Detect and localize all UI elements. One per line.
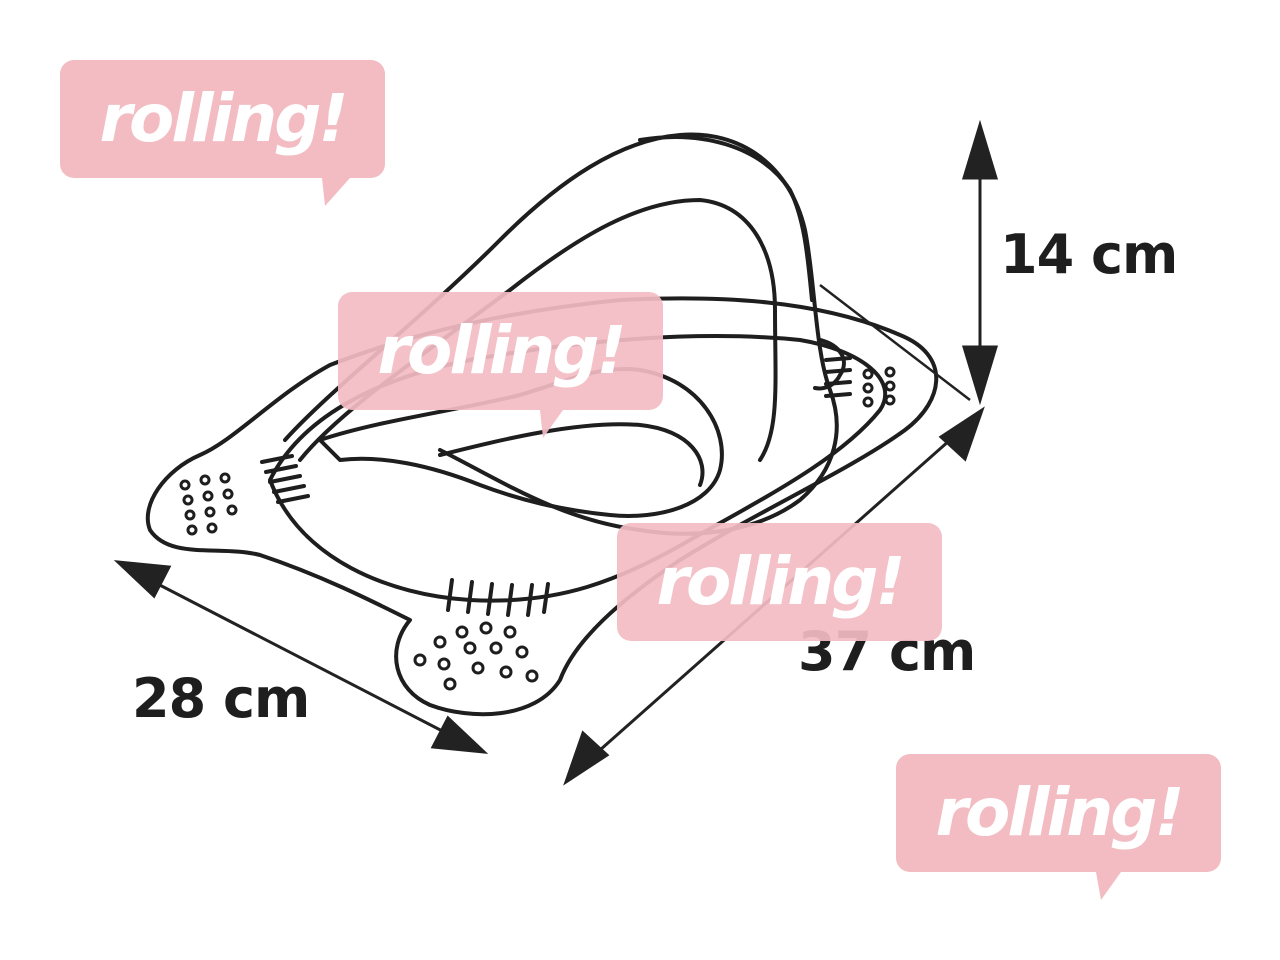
- height-arrow-head-bottom: [961, 345, 999, 406]
- grip-lines-left: [260, 454, 310, 504]
- watermark-lower-center: rolling!: [617, 523, 942, 641]
- width-dimension-label: 28 cm: [132, 667, 310, 730]
- height-dimension-label: 14 cm: [1000, 223, 1178, 286]
- watermark-text: rolling!: [935, 774, 1184, 851]
- watermark-bottom-right: rolling!: [896, 754, 1221, 900]
- depth-guide-line: [819, 284, 971, 401]
- texture-dots-left: [179, 472, 238, 536]
- seat-side-handle: [813, 338, 846, 391]
- watermark-text: rolling!: [99, 80, 348, 157]
- width-arrow-head-start: [113, 560, 172, 599]
- texture-dots-right: [862, 366, 896, 408]
- depth-arrow-head-end: [938, 406, 985, 462]
- seat-opening-inner: [438, 422, 705, 487]
- grip-lines-front: [446, 578, 550, 617]
- texture-dots-front: [413, 621, 539, 691]
- watermark-center: rolling!: [338, 292, 663, 438]
- seat-outer-rim: [145, 296, 939, 717]
- grip-lines-right: [824, 356, 852, 398]
- watermark-text: rolling!: [656, 543, 905, 620]
- watermark-text: rolling!: [377, 312, 626, 389]
- width-arrow-head-end: [430, 715, 489, 754]
- width-arrow-line: [149, 578, 451, 737]
- watermark-top-left: rolling!: [60, 60, 385, 206]
- height-arrow-head-top: [961, 119, 999, 180]
- seat-backrest-fold: [638, 135, 814, 302]
- depth-arrow-head-start: [563, 730, 610, 786]
